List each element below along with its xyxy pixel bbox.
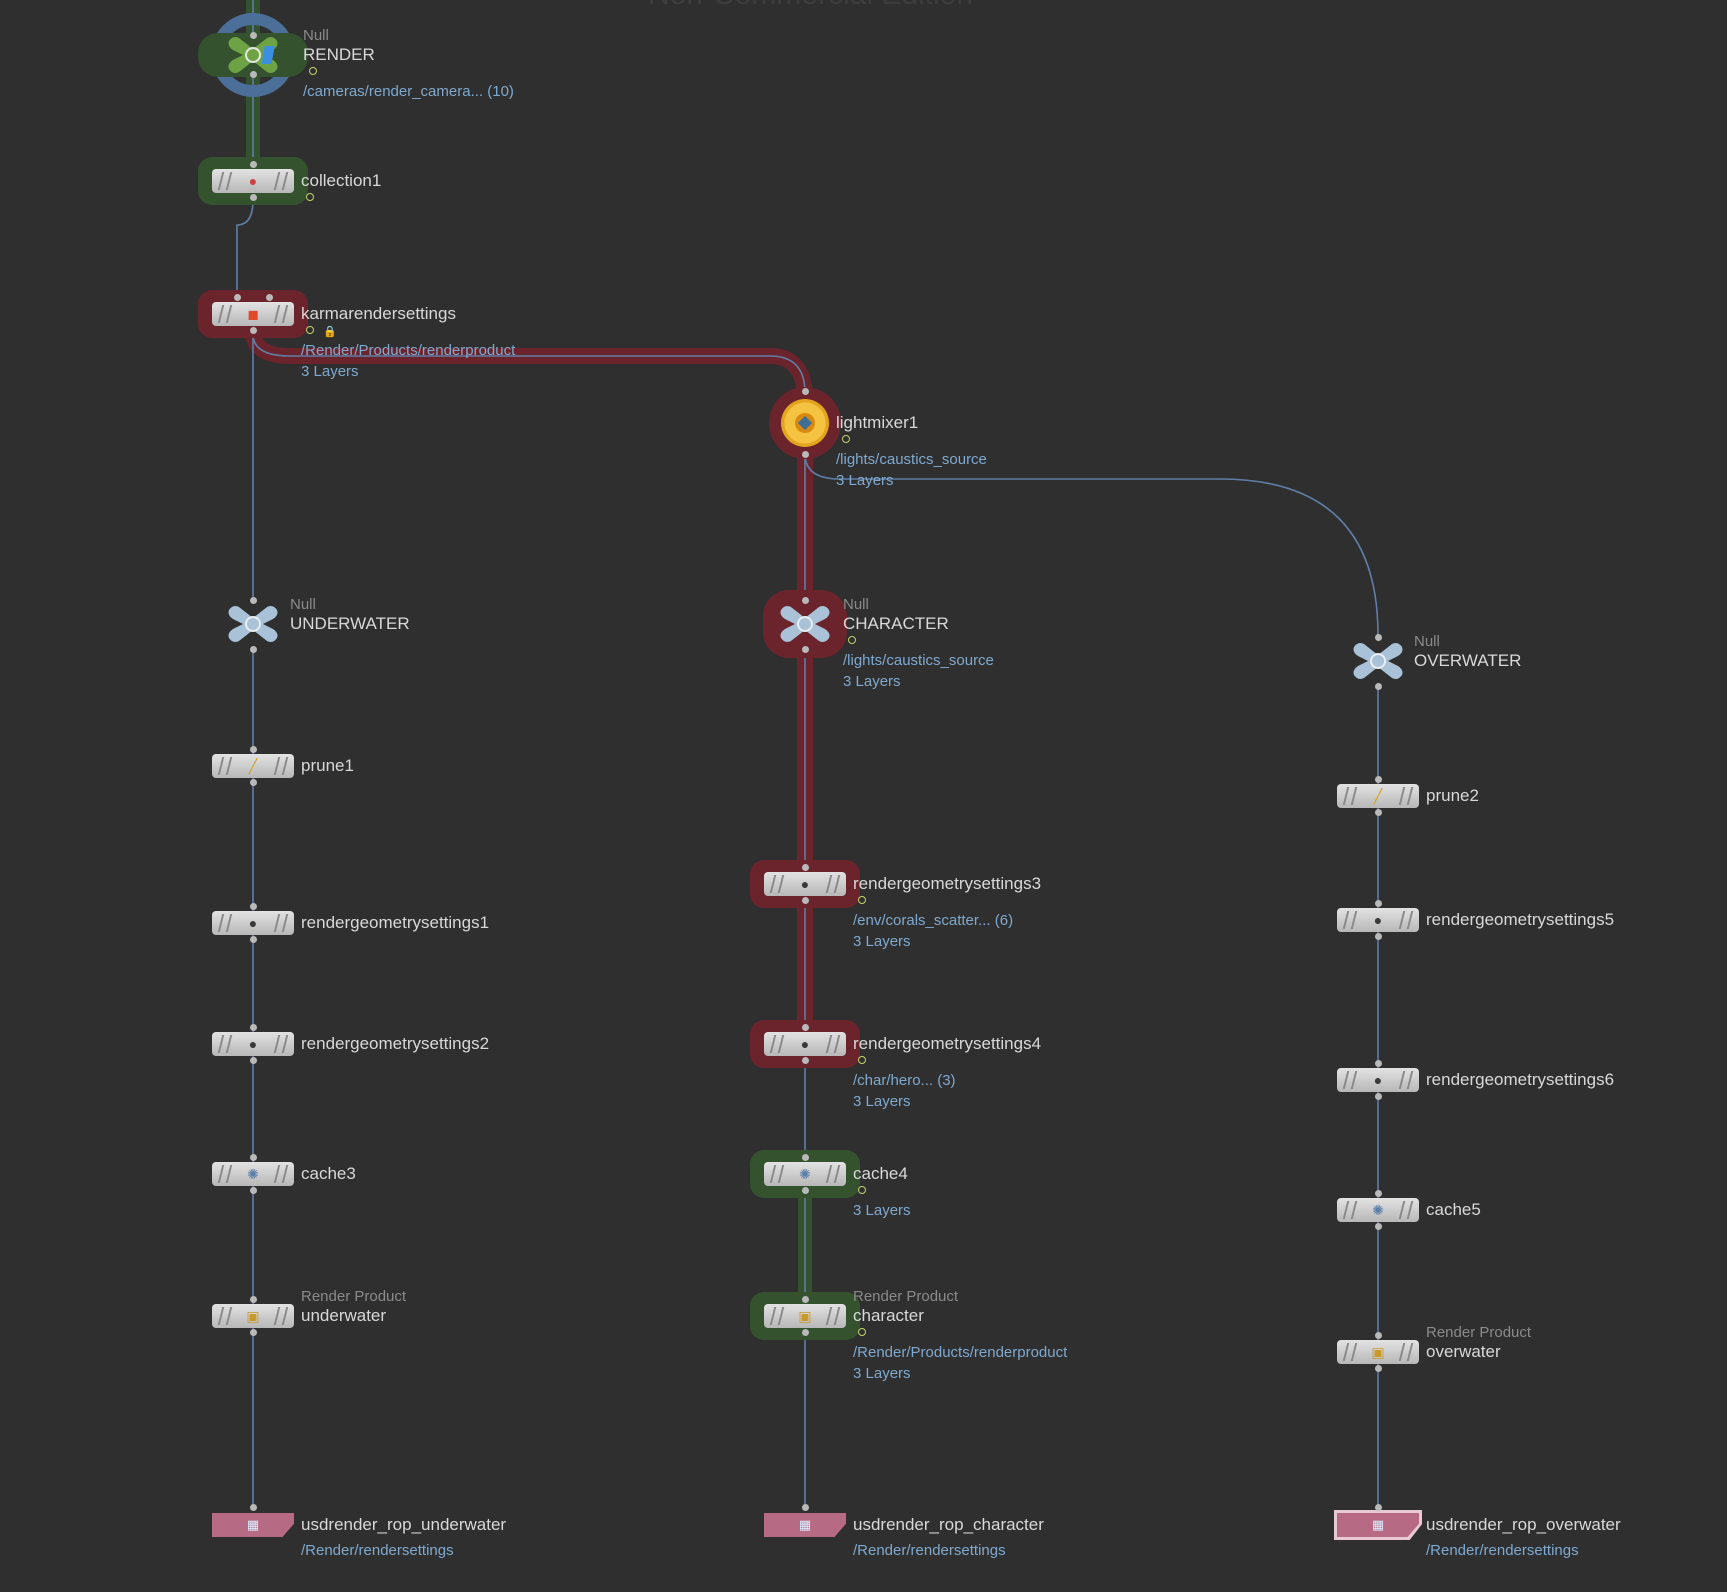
node-info-layers: 3 Layers [301, 363, 359, 380]
display-flag-icon[interactable] [842, 435, 850, 443]
node-label: rendergeometrysettings3 [853, 874, 1042, 893]
rop-icon: ▦ [798, 1517, 812, 1532]
node-label: rendergeometrysettings5 [1426, 910, 1615, 929]
node-label: rendergeometrysettings1 [301, 913, 490, 932]
node-info-path: /Render/rendersettings [301, 1542, 454, 1559]
null-icon [1353, 643, 1403, 679]
node-label: overwater [1426, 1342, 1501, 1361]
node-info-path: /Render/Products/renderproduct [853, 1344, 1068, 1361]
wire-karma-lightmixer [252, 333, 806, 394]
node-info-path: /Render/rendersettings [1426, 1542, 1579, 1559]
node-type-label: Null [843, 596, 869, 613]
null-icon [228, 606, 278, 642]
node-info-path: /env/corals_scatter... (6) [853, 912, 1014, 929]
lock-icon[interactable]: 🔒 [323, 326, 337, 338]
rop-icon: ▦ [1371, 1517, 1385, 1532]
display-flag-icon[interactable] [306, 326, 314, 334]
lightmixer-icon [781, 399, 829, 447]
node-info-layers: 3 Layers [853, 1365, 911, 1382]
render-geometry-icon: ● [800, 876, 810, 892]
broom-icon: ╱ [1373, 788, 1383, 804]
node-label: prune1 [301, 756, 354, 775]
render-geometry-icon: ● [800, 1036, 810, 1052]
node-type-label: Null [1414, 633, 1440, 650]
node-info-layers: 3 Layers [836, 472, 894, 489]
node-label: rendergeometrysettings4 [853, 1034, 1042, 1053]
collection-icon: ● [248, 173, 258, 189]
render-geometry-icon: ● [248, 1036, 258, 1052]
display-flag-icon[interactable] [858, 1328, 866, 1336]
node-label: underwater [301, 1306, 387, 1325]
node-type-label: Render Product [1426, 1324, 1532, 1341]
null-icon [780, 606, 830, 642]
node-info-path: /Render/Products/renderproduct [301, 342, 516, 359]
node-label: karmarendersettings [301, 304, 456, 323]
render-product-icon: ▣ [1371, 1344, 1385, 1360]
node-info-layers: 3 Layers [853, 1093, 911, 1110]
node-info-path: /Render/rendersettings [853, 1542, 1006, 1559]
cache-icon: ✺ [247, 1166, 259, 1182]
display-flag-icon[interactable] [848, 636, 856, 644]
render-geometry-icon: ● [1373, 1072, 1383, 1088]
node-label: cache3 [301, 1164, 356, 1183]
node-label: RENDER [303, 45, 375, 64]
rop-icon: ▦ [246, 1517, 260, 1532]
node-label: CHARACTER [843, 614, 949, 633]
watermark-text: Non-Commercial Edition [648, 0, 973, 12]
node-label: rendergeometrysettings6 [1426, 1070, 1615, 1089]
node-info-layers: 3 Layers [853, 933, 911, 950]
null-icon [228, 37, 278, 73]
render-product-icon: ▣ [246, 1308, 260, 1324]
node-type-label: Null [290, 596, 316, 613]
node-label: OVERWATER [1414, 651, 1522, 670]
node-label: usdrender_rop_underwater [301, 1515, 507, 1534]
wire-lightmixer-overwater [804, 453, 1379, 636]
render-product-icon: ▣ [798, 1308, 812, 1324]
node-label: cache4 [853, 1164, 908, 1183]
node-label: collection1 [301, 171, 382, 190]
cache-icon: ✺ [799, 1166, 811, 1182]
node-label: character [853, 1306, 924, 1325]
node-label: usdrender_rop_overwater [1426, 1515, 1621, 1534]
node-label: prune2 [1426, 786, 1479, 805]
render-geometry-icon: ● [1373, 912, 1383, 928]
node-label: cache5 [1426, 1200, 1481, 1219]
karma-icon: ◼ [247, 306, 259, 322]
display-flag-icon[interactable] [309, 67, 317, 75]
node-info-path: /lights/caustics_source [836, 451, 987, 468]
render-geometry-icon: ● [248, 915, 258, 931]
node-info-layers: 3 Layers [853, 1202, 911, 1219]
node-info-path: /char/hero... (3) [853, 1072, 956, 1089]
display-flag-icon[interactable] [858, 1186, 866, 1194]
wire-collection-karma [236, 199, 254, 295]
cache-icon: ✺ [1372, 1202, 1384, 1218]
node-type-label: Render Product [853, 1288, 959, 1305]
display-flag-icon[interactable] [306, 193, 314, 201]
node-type-label: Render Product [301, 1288, 407, 1305]
node-label: UNDERWATER [290, 614, 410, 633]
node-info-layers: 3 Layers [843, 673, 901, 690]
node-label: lightmixer1 [836, 413, 919, 432]
node-info-path: /cameras/render_camera... (10) [303, 83, 514, 100]
node-info-path: /lights/caustics_source [843, 652, 994, 669]
node-label: usdrender_rop_character [853, 1515, 1044, 1534]
display-flag-icon[interactable] [858, 896, 866, 904]
node-label: rendergeometrysettings2 [301, 1034, 490, 1053]
broom-icon: ╱ [248, 758, 258, 774]
display-flag-icon[interactable] [858, 1056, 866, 1064]
node-type-label: Null [303, 27, 329, 44]
